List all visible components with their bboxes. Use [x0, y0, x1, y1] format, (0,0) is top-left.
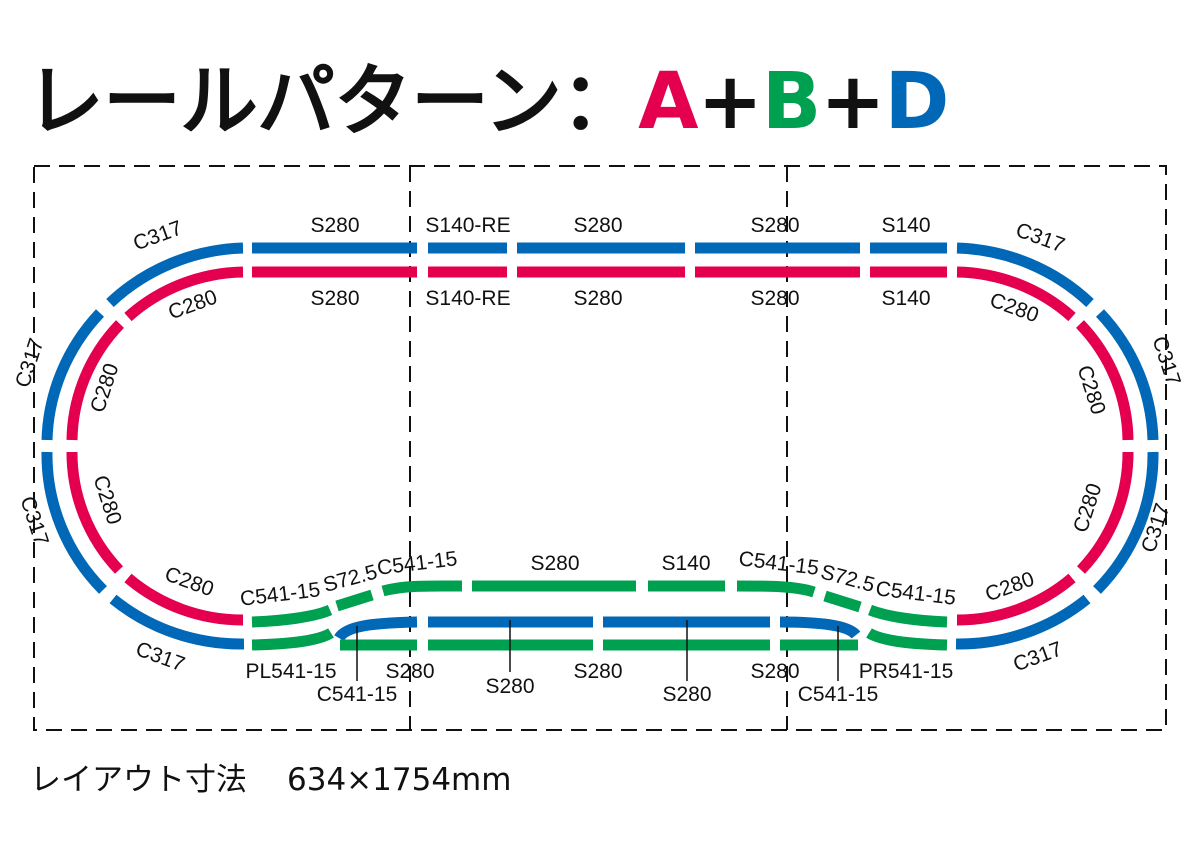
d-curve-br	[955, 594, 1091, 650]
title-prefix: レールパターン：	[26, 57, 639, 147]
d-top-label-2: S140-RE	[425, 214, 510, 237]
a-curve-tr	[956, 266, 1076, 322]
d-curve-right-lower	[1093, 451, 1159, 594]
b-curve-right-1	[868, 604, 948, 628]
layout-dimensions-value: 634×1754mm	[287, 762, 512, 798]
a-top-label-2: S140-RE	[425, 287, 510, 310]
d-bottom-siding-right	[779, 616, 861, 640]
d-curve-tl-label: C317	[130, 217, 185, 256]
d-left-upper-label: C317	[11, 336, 48, 391]
b-s280-bottom-label-1: S280	[385, 660, 434, 683]
title-plus-2: +	[820, 57, 885, 147]
a-curve-left-upper	[66, 320, 124, 441]
a-top-label-1: S280	[310, 287, 359, 310]
d-s280-callout-label-1: S280	[485, 675, 534, 698]
track-a-loop	[66, 266, 1134, 626]
b-straight-short-right	[823, 590, 862, 613]
d-top-label-5: S140	[881, 214, 930, 237]
a-right-lower-label: C280	[1069, 481, 1106, 536]
a-top-label-3: S280	[573, 287, 622, 310]
a-top-label-5: S140	[881, 287, 930, 310]
b-curve-right-2	[736, 580, 816, 598]
layout-boundary	[33, 165, 1167, 731]
b-s280-bottom-label-2: S280	[573, 660, 622, 683]
a-curve-bl	[124, 573, 244, 626]
b-s280-bottom-label-3: S280	[750, 660, 799, 683]
track-d-loop	[41, 242, 1159, 650]
b-point-left	[251, 628, 334, 651]
a-curve-right-upper	[1076, 320, 1134, 441]
title-plus-1: +	[697, 57, 762, 147]
b-curve-left-1	[251, 604, 333, 628]
b-c541-right-label: C541-15	[874, 577, 957, 610]
a-left-lower-label: C280	[88, 473, 125, 528]
d-curve-left-lower	[41, 451, 107, 594]
b-s280-top-label: S280	[530, 552, 579, 575]
d-right-upper-label: C317	[1147, 334, 1184, 389]
b-pl541-label: PL541-15	[245, 660, 336, 683]
callout-lines	[356, 620, 839, 681]
d-curve-left-upper	[41, 309, 105, 441]
b-s72-left-label: S72.5	[321, 561, 380, 597]
d-c541-right-callout-label: C541-15	[798, 683, 879, 706]
a-curve-right-lower	[1076, 451, 1134, 574]
title-letter-b: B	[761, 57, 821, 147]
a-curve-tl	[124, 266, 244, 322]
b-pr541-label: PR541-15	[859, 660, 954, 683]
d-top-label-1: S280	[310, 214, 359, 237]
d-curve-tr	[956, 242, 1094, 308]
d-top-label-3: S280	[573, 214, 622, 237]
title-letter-a: A	[638, 57, 698, 147]
a-right-upper-label: C280	[1072, 363, 1109, 418]
b-point-right	[866, 628, 948, 651]
b-straight-short-left	[335, 589, 374, 612]
d-curve-tl	[106, 242, 244, 308]
d-c541-left-callout-label: C541-15	[317, 683, 398, 706]
d-curve-br-label: C317	[1010, 638, 1065, 677]
b-curve-left-2	[381, 580, 463, 597]
a-top-label-4: S280	[750, 287, 799, 310]
d-bottom-siding-left	[334, 616, 418, 642]
b-c541-left2-label: C541-15	[376, 547, 459, 580]
d-curve-bl	[109, 594, 245, 650]
layout-outline	[33, 165, 1167, 731]
a-curve-left-lower	[66, 451, 124, 574]
a-curve-bl-label: C280	[162, 563, 217, 602]
d-curve-right-upper	[1095, 309, 1159, 441]
a-curve-br	[956, 573, 1076, 626]
d-top-label-4: S280	[750, 214, 799, 237]
page-title: レールパターン：A+B+D	[26, 52, 950, 152]
d-s280-callout-label-2: S280	[662, 683, 711, 706]
d-curve-tr-label: C317	[1013, 219, 1068, 258]
b-s140-top-label: S140	[661, 552, 710, 575]
b-c541-left-label: C541-15	[239, 578, 322, 611]
title-letter-d: D	[884, 57, 950, 147]
d-curve-bl-label: C317	[133, 638, 188, 677]
layout-dimensions: レイアウト寸法 634×1754mm	[30, 760, 511, 800]
b-c541-right2-label: C541-15	[737, 547, 820, 580]
layout-dimensions-label: レイアウト寸法	[30, 762, 247, 798]
